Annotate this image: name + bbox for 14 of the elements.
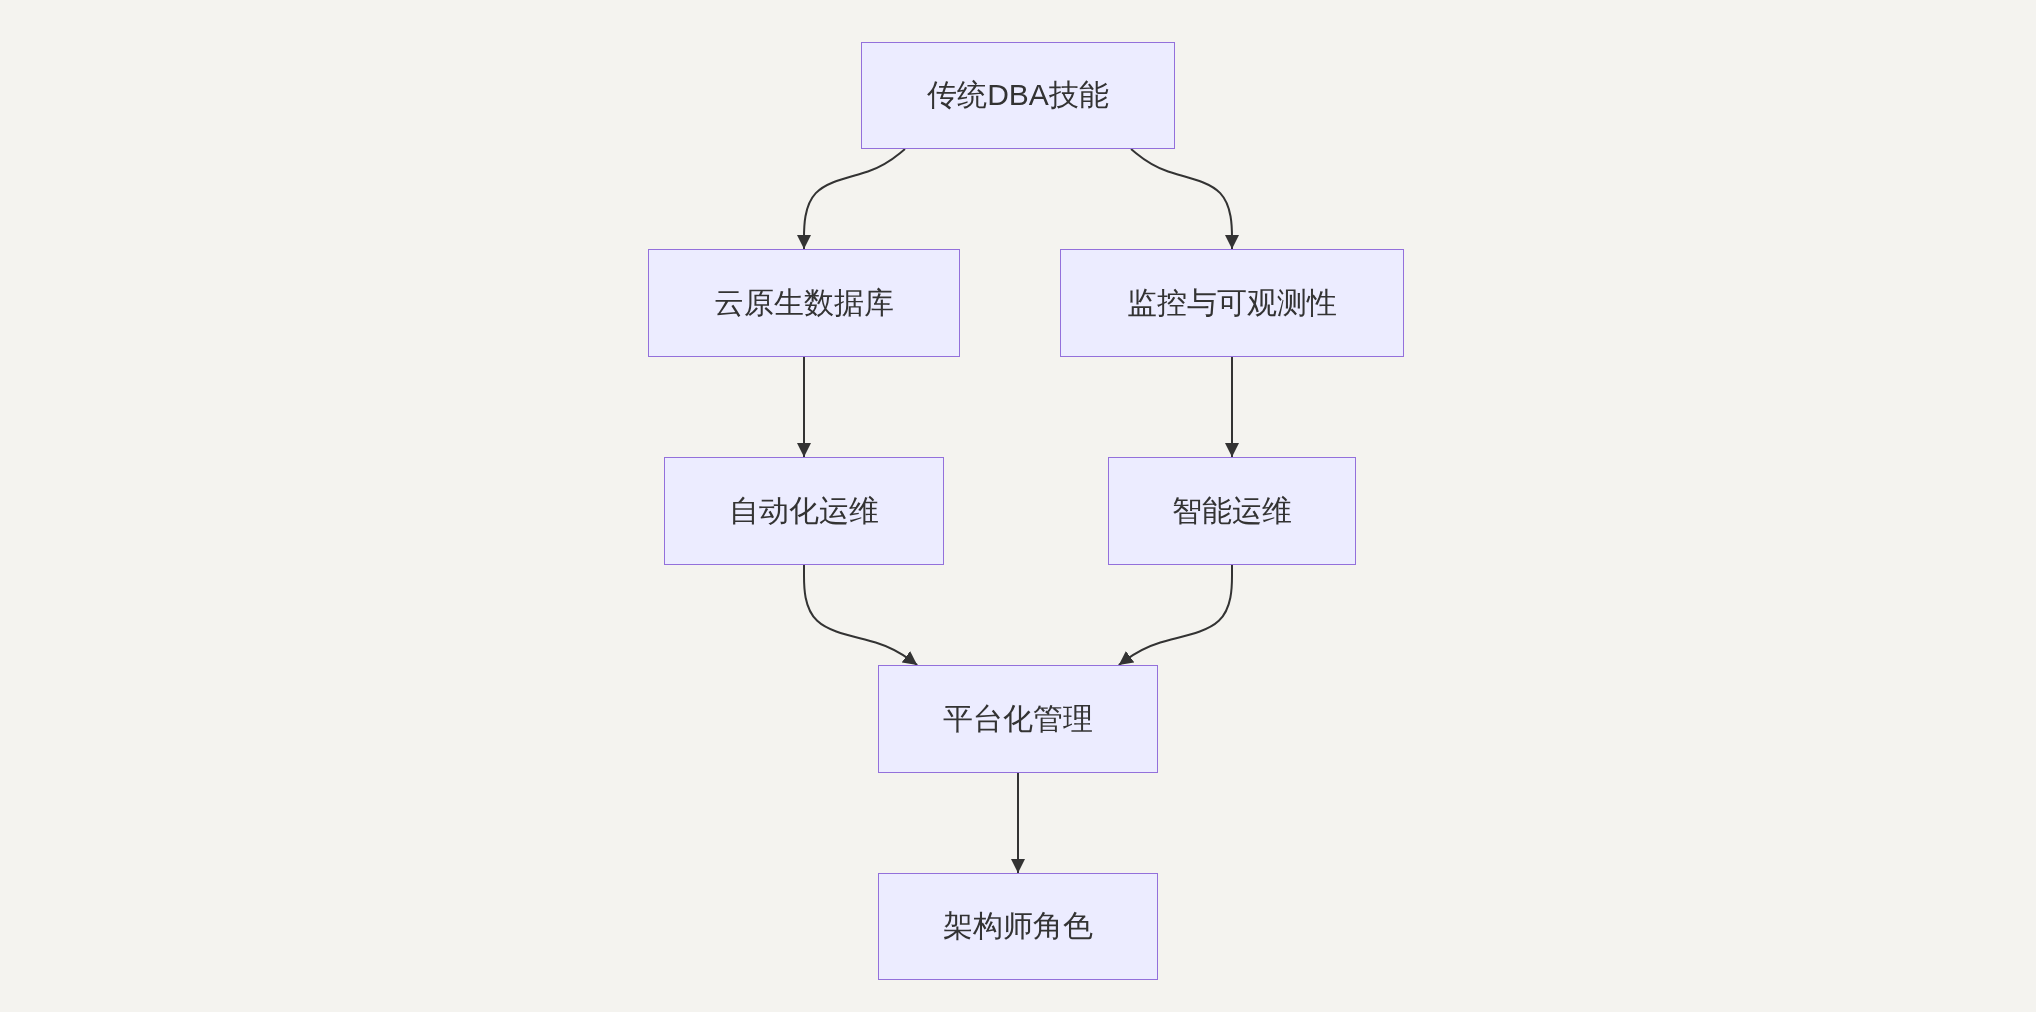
arrow xyxy=(797,356,811,458)
process-box: 自动化运维 xyxy=(664,457,944,565)
process-box: 平台化管理 xyxy=(878,665,1158,773)
process-box: 智能运维 xyxy=(1108,457,1356,565)
arrow xyxy=(797,148,906,250)
arrow xyxy=(803,564,919,666)
process-box: 架构师角色 xyxy=(878,873,1158,980)
arrow xyxy=(1225,356,1239,458)
process-box: 传统DBA技能 xyxy=(861,42,1175,149)
arrow xyxy=(1117,564,1233,666)
process-box: 监控与可观测性 xyxy=(1060,249,1404,357)
process-box: 云原生数据库 xyxy=(648,249,960,357)
arrow xyxy=(1130,148,1239,250)
arrow xyxy=(1011,772,1025,874)
